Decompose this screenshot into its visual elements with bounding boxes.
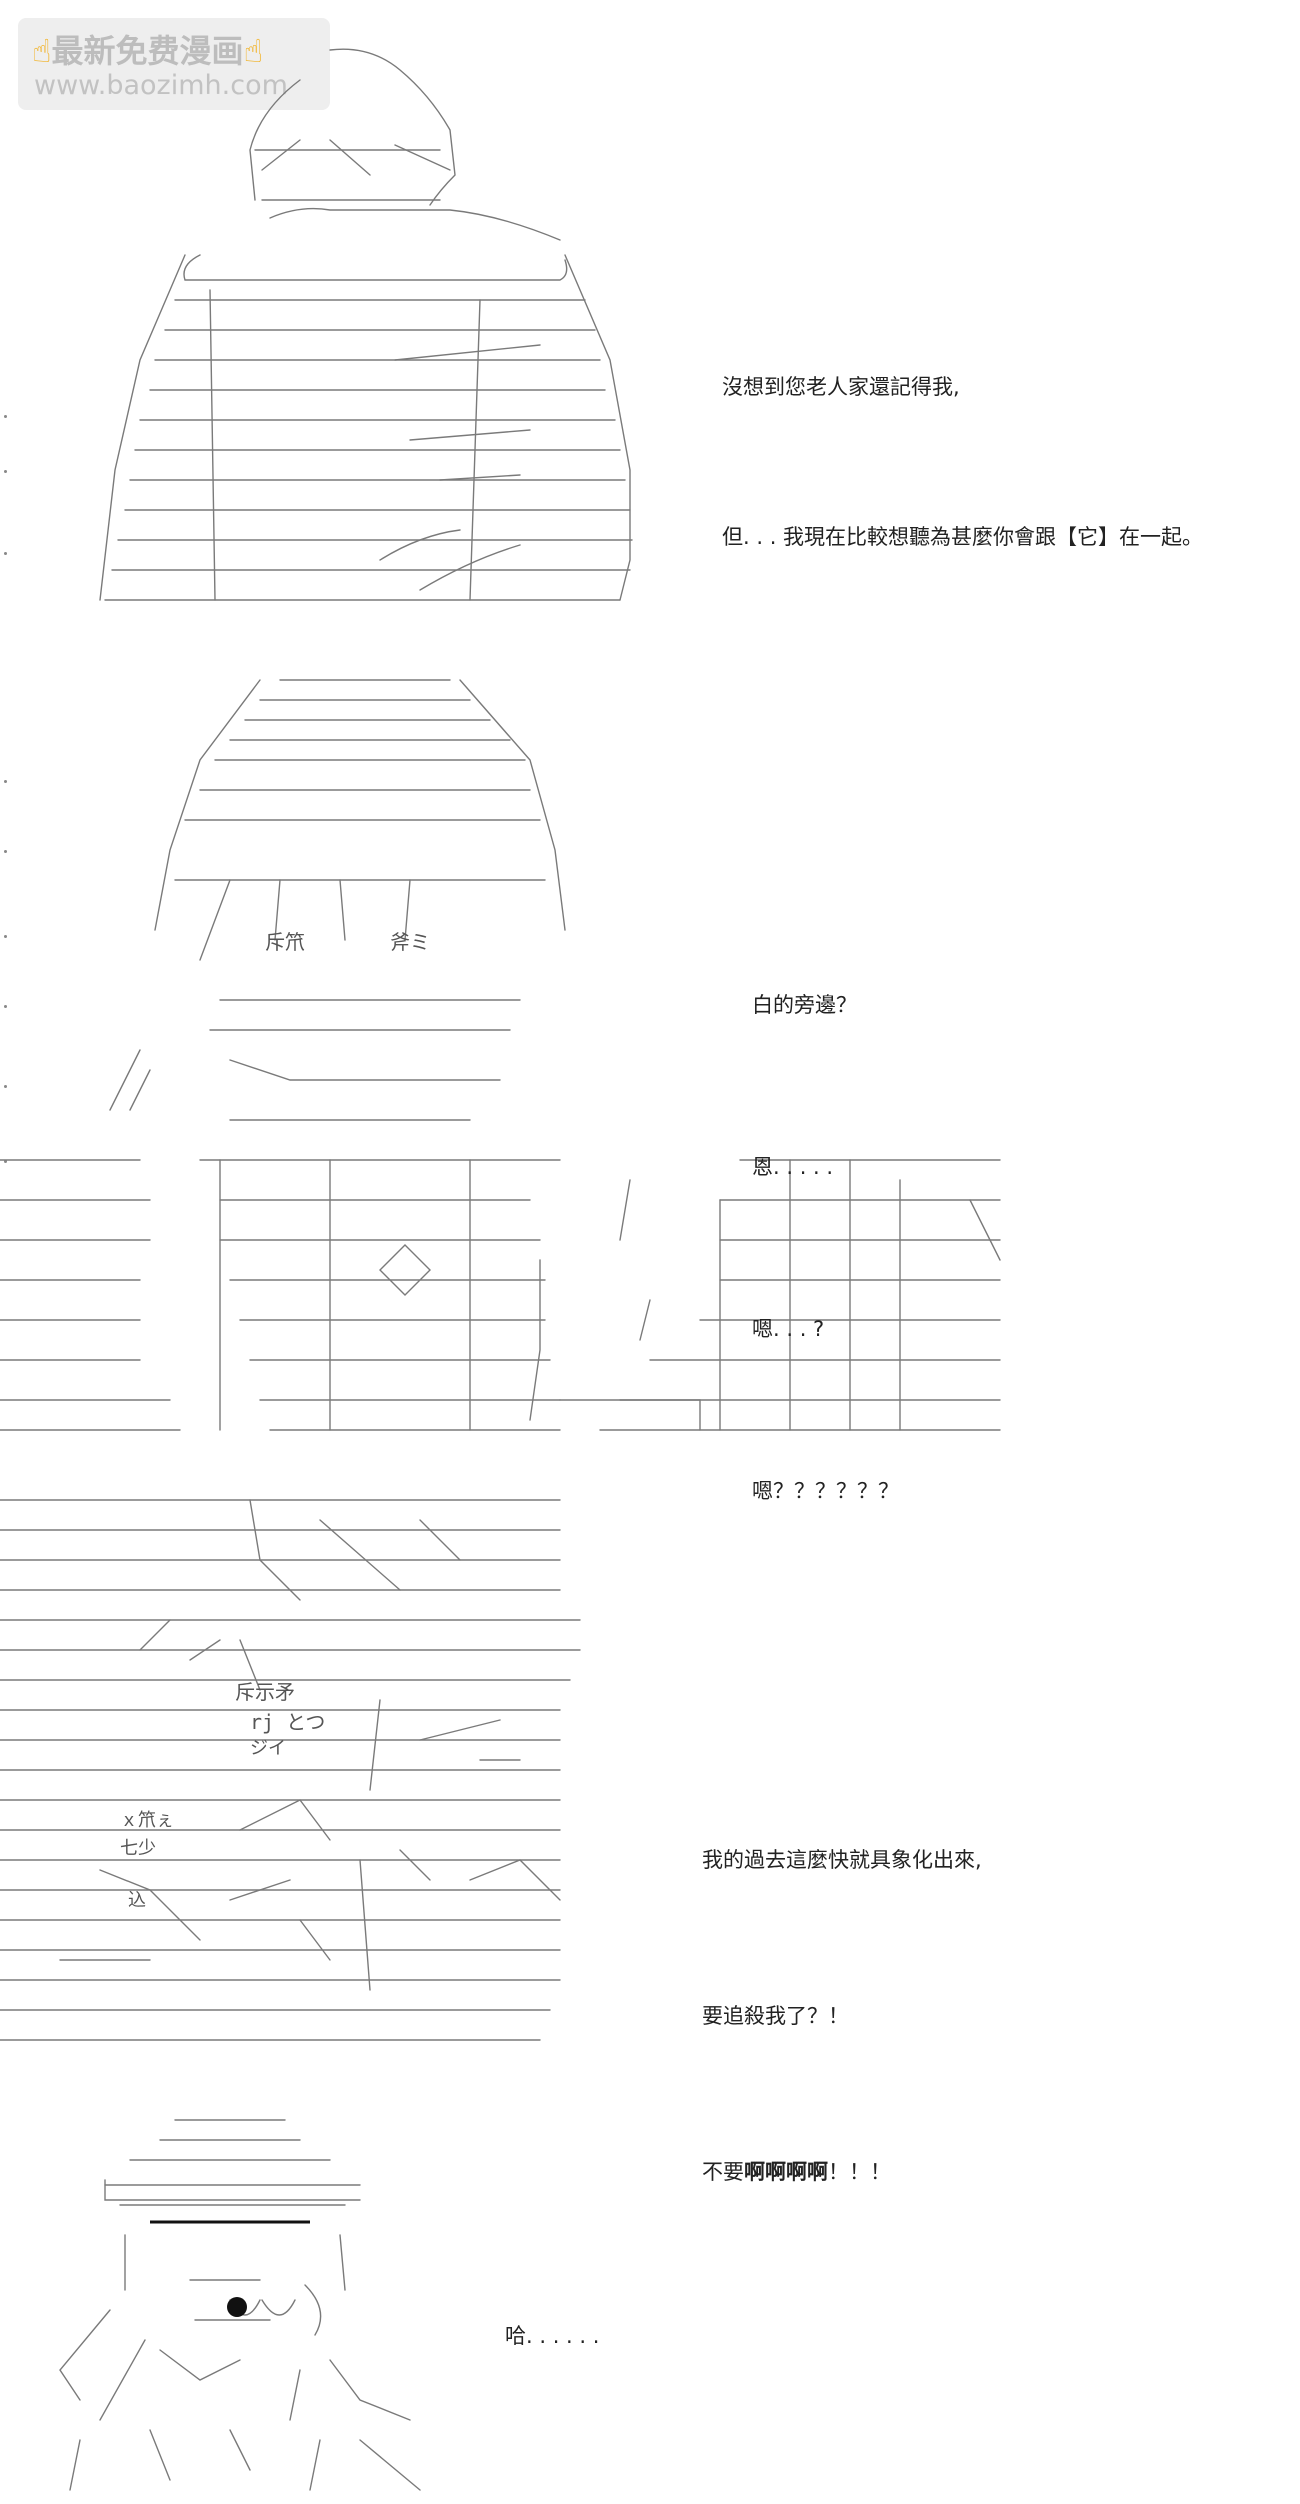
dialogue-line: 嗯. . . ? bbox=[752, 1317, 825, 1341]
dialogue-line: 哈. . . . . . bbox=[505, 2324, 600, 2348]
dialogue-line: 白的旁邊？ bbox=[752, 993, 857, 1017]
dialogue-line-text: 不要啊啊啊啊！！！ bbox=[702, 2160, 891, 2184]
hooded-figure-art bbox=[99, 48, 633, 601]
dialogue-panel-4: 哈. . . . . . bbox=[505, 2272, 599, 2374]
margin-dot bbox=[4, 1160, 7, 1163]
dialogue-panel-2: 白的旁邊？ 恩. . . . . 嗯. . . ? 嗯？？？？？？ bbox=[752, 870, 899, 1572]
small-hat-character-art bbox=[59, 2119, 421, 2491]
dialogue-panel-3: 我的過去這麼快就具象化出來, 要追殺我了？！ 不要啊啊啊啊！！！ bbox=[702, 1730, 982, 2250]
dialogue-line: 我的過去這麼快就具象化出來, bbox=[702, 1848, 982, 1872]
art-text: 斧ミ bbox=[390, 930, 430, 954]
margin-dot bbox=[4, 415, 7, 418]
art-text: rj とつ bbox=[250, 1710, 326, 1734]
dialogue-line: 嗯？？？？？？ bbox=[752, 1479, 899, 1503]
dialogue-line: 要追殺我了？！ bbox=[702, 2004, 849, 2028]
margin-dot bbox=[4, 935, 7, 938]
character-headband-art bbox=[0, 679, 1001, 1431]
dialogue-line: 但. . . 我現在比較想聽為甚麼你會跟【它】在一起。 bbox=[722, 525, 1204, 549]
margin-dot bbox=[4, 1085, 7, 1088]
watermark-title: ☝最新免费漫画☝ bbox=[32, 32, 263, 70]
art-text: 七少 bbox=[120, 1838, 156, 1859]
dialogue-emphasis: 啊啊啊啊 bbox=[744, 2160, 828, 2184]
art-text: 込 bbox=[128, 1890, 146, 1911]
pointing-hand-icon: ☝ bbox=[32, 32, 52, 70]
art-text: ｘ笊ぇ bbox=[120, 1810, 174, 1831]
dialogue-line: 沒想到您老人家還記得我, bbox=[722, 375, 960, 399]
pointing-hand-icon: ☝ bbox=[243, 32, 263, 70]
dialogue-line: 不要啊啊啊啊！！！ bbox=[702, 2146, 982, 2198]
art-text: 斥笊 bbox=[265, 930, 305, 954]
margin-dot bbox=[4, 1005, 7, 1008]
art-text: 斥示矛 bbox=[235, 1680, 295, 1704]
art-text: ジイ bbox=[250, 1738, 286, 1759]
dialogue-line: 恩. . . . . bbox=[752, 1155, 834, 1179]
margin-dot bbox=[4, 470, 7, 473]
margin-dot bbox=[4, 850, 7, 853]
margin-dot bbox=[4, 780, 7, 783]
eye-icon bbox=[227, 2297, 247, 2317]
dialogue-panel-1: 沒想到您老人家還記得我, 但. . . 我現在比較想聽為甚麼你會跟【它】在一起。 bbox=[722, 262, 1203, 612]
margin-dot bbox=[4, 552, 7, 555]
watermark-url: www.baozimh.com bbox=[34, 70, 288, 101]
watermark: ☝最新免费漫画☝ www.baozimh.com bbox=[18, 18, 330, 110]
pursuit-scene-art bbox=[0, 1499, 581, 2041]
